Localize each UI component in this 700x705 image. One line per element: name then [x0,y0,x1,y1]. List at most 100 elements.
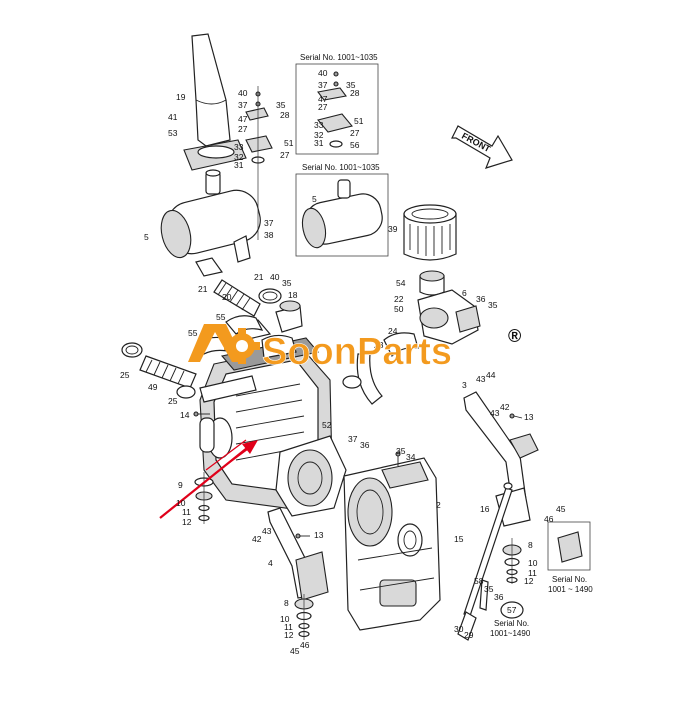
callout-37-stack: 37 [238,100,248,110]
intake-pipe-55 [197,315,264,355]
callout-11-left: 11 [182,507,191,517]
callout-32-stack: 32 [234,152,244,162]
callout-4: 4 [268,558,273,568]
exhaust-stack-19 [183,33,247,171]
callout-34: 34 [406,452,416,462]
callout-8-right: 8 [528,540,533,550]
serial-note-right-line1: Serial No. [552,575,587,584]
callout-9: 9 [178,480,183,490]
callout-50: 50 [394,304,404,314]
callout-38: 38 [264,230,274,240]
callout-27-box-a: 27 [318,102,328,112]
callout-37: 37 [264,218,274,228]
callout-30: 30 [454,624,464,634]
callout-21-right: 21 [254,272,264,282]
bolt-14 [193,411,210,417]
callout-12-left: 12 [182,517,192,527]
flex-pipe-20 [213,279,261,317]
cap-54 [419,270,445,296]
callout-25-lower: 25 [168,396,178,406]
callout-18: 18 [288,290,298,300]
engine-mount-9-12 [194,472,214,524]
callout-35: 35 [282,278,292,288]
callout-24: 24 [388,326,398,336]
serial-note-bottom-line2: 1001~1490 [490,629,531,638]
callout-12-right: 12 [524,576,534,586]
callout-13-lower: 13 [314,530,324,540]
bolt-13-lower [295,533,310,539]
callout-6: 6 [462,288,467,298]
registered-mark: ® [508,326,521,346]
bolt-13-upper [509,413,523,419]
tube-23 [199,375,257,403]
elbow-18 [275,300,303,333]
serial-detail-right: Serial No. 1001 ~ 1490 [547,521,593,594]
callout-58: 58 [474,576,484,586]
callout-27-stack-b: 27 [280,150,290,160]
bolt-34 [395,451,401,466]
serial-note-bottom-line1: Serial No. [494,619,529,628]
callout-41: 41 [168,112,178,122]
red-pointer-arrow [159,439,258,519]
clamp-25-lower [176,385,196,399]
muffler-5 [160,169,261,277]
callout-29: 29 [464,630,474,640]
callout-10-lower: 10 [280,614,290,624]
callout-43-lower: 43 [262,526,272,536]
callout-35-lower: 35 [484,584,494,594]
callout-57: 57 [507,605,517,615]
callout-36-upper: 36 [476,294,486,304]
callout-55-upper: 55 [216,312,226,322]
callout-35-mid: 35 [396,446,406,456]
callout-10-right: 10 [528,558,538,568]
callout-47-box: 47 [318,94,328,104]
callout-43-top: 43 [476,374,486,384]
serial-note-right-line2: 1001 ~ 1490 [548,585,593,594]
muffler-bracket-left [245,86,273,240]
callout-43-mid: 43 [490,408,500,418]
callout-11-right: 11 [528,568,537,578]
callout-27-stack-a: 27 [238,124,248,134]
callout-35-box: 35 [346,80,356,90]
callout-23: 23 [374,340,384,350]
callout-20: 20 [222,292,232,302]
soonparts-watermark: SoonParts ® [188,324,521,373]
callout-32-box: 32 [314,130,324,140]
right-mount-8-12 [502,538,522,584]
link-58 [479,579,489,611]
callout-2: 2 [436,500,441,510]
mount-bracket-4 [267,507,329,601]
callout-46-lower: 46 [300,640,310,650]
callout-33-box: 33 [314,120,324,130]
brand-text: SoonParts [262,331,452,373]
flywheel-housing [275,435,347,517]
callout-36-mid: 36 [360,440,370,450]
callout-54: 54 [396,278,406,288]
callout-36-lower: 36 [494,592,504,602]
front-direction-arrow: FRONT [451,125,513,169]
serial-box-muffler-label: Serial No. 1001~1035 [302,163,380,172]
callout-51-box: 51 [354,116,364,126]
callout-55-lower: 55 [188,328,198,338]
callout-45-right: 45 [556,504,566,514]
callout-40-stack: 40 [238,88,248,98]
callout-27-box-b: 27 [350,128,360,138]
callout-5: 5 [144,232,149,242]
callout-44: 44 [486,370,496,380]
callout-33-stack: 33 [234,142,244,152]
callout-28-box: 28 [350,88,360,98]
transmission-2 [343,457,441,631]
left-mount-8-12 [294,594,314,640]
callout-19: 19 [176,92,186,102]
callout-37-box: 37 [318,80,328,90]
callout-47-stack: 47 [238,114,248,124]
callout-31-box: 31 [314,138,324,148]
callout-49: 49 [148,382,158,392]
callout-28-stack: 28 [280,110,290,120]
callout-numbers: 19 41 53 5 37 38 21 20 21 40 35 18 55 55… [120,68,566,656]
callout-15: 15 [454,534,464,544]
clamp-21 [258,288,282,304]
callout-11-lower: 11 [284,622,293,632]
callout-56-box: 56 [350,140,360,150]
